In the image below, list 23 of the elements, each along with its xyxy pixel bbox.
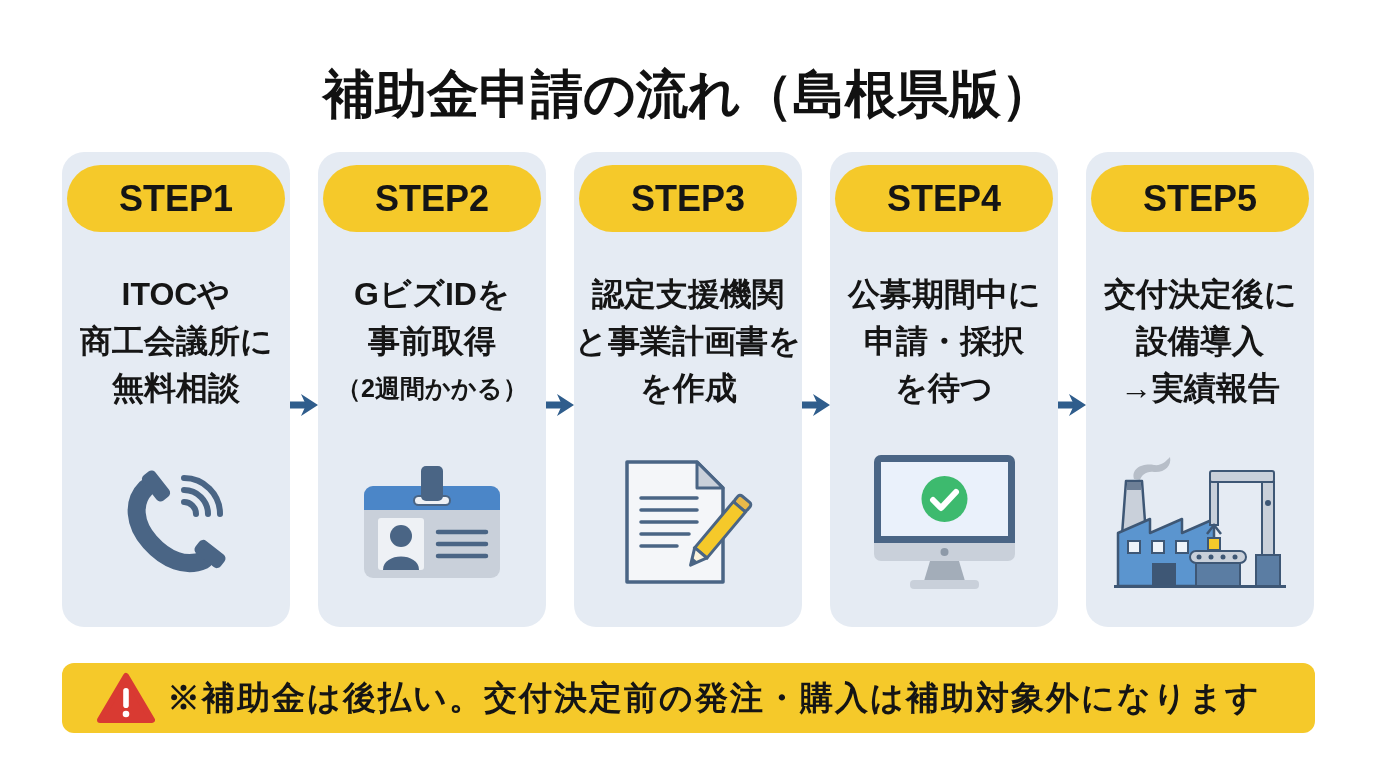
arrow xyxy=(802,394,830,416)
step-pill: STEP2 xyxy=(323,165,541,232)
step-card xyxy=(1086,152,1314,627)
step-description: ITOCや商工会議所に無料相談 xyxy=(79,275,273,408)
step-description: 公募期間中に申請・採択を待つ xyxy=(847,275,1041,408)
step-description: GビズIDを事前取得 xyxy=(354,275,510,361)
step-description: 認定支援機関と事業計画書をを作成 xyxy=(575,275,801,408)
step-pill: STEP3 xyxy=(579,165,797,232)
step-card xyxy=(318,152,546,627)
title: 補助金申請の流れ（島根県版） xyxy=(323,64,1053,125)
arrow xyxy=(290,394,318,416)
arrow xyxy=(546,394,574,416)
step-card xyxy=(574,152,802,627)
step-card xyxy=(830,152,1058,627)
arrow xyxy=(1058,394,1086,416)
step-description: 交付決定後に設備導入→実績報告 xyxy=(1103,275,1297,408)
warning-banner xyxy=(62,663,1315,733)
step-pill: STEP1 xyxy=(67,165,285,232)
step-pill: STEP4 xyxy=(835,165,1053,232)
step-pill: STEP5 xyxy=(1091,165,1309,232)
step-note: （2週間かかる） xyxy=(336,373,528,404)
warning-text: ※補助金は後払い。交付決定前の発注・購入は補助対象外になります xyxy=(167,678,1261,718)
step-card xyxy=(62,152,290,627)
